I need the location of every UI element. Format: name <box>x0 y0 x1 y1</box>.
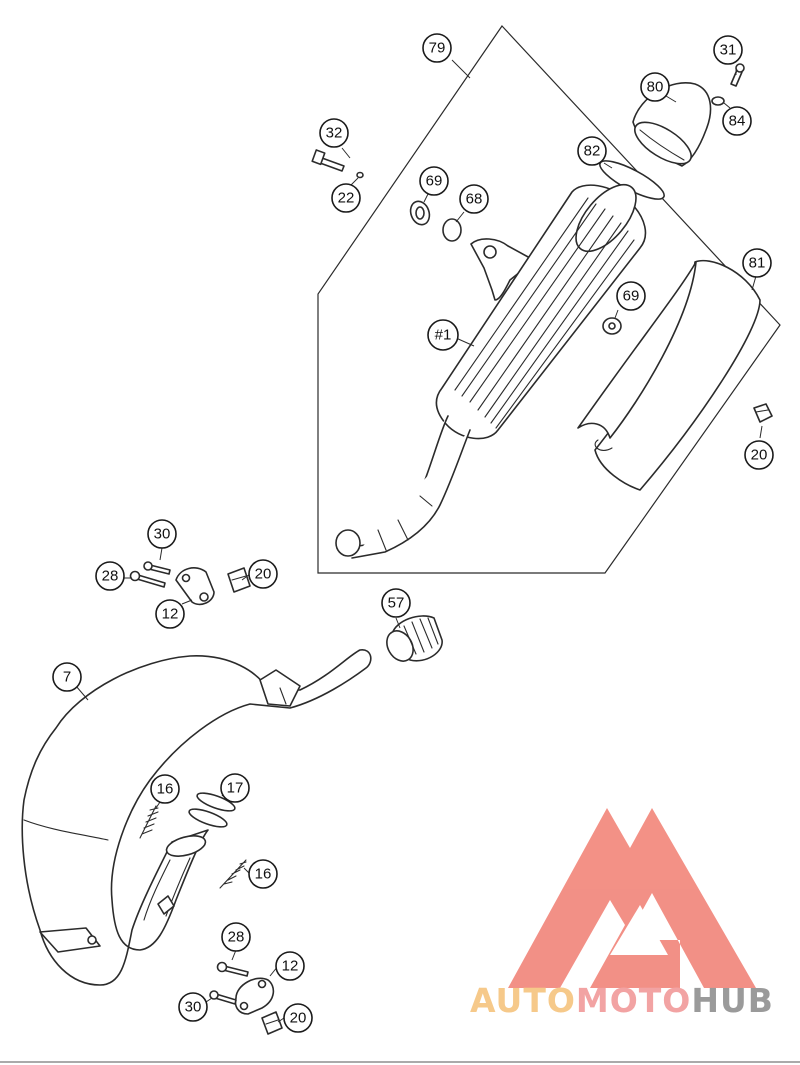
spring-clip-upper <box>227 567 251 593</box>
watermark-text: AUTOMOTOHUB <box>470 981 774 1020</box>
callout-28-upper: 28 <box>95 561 125 591</box>
callout-16-left: 16 <box>150 774 180 804</box>
callout-57: 57 <box>381 588 411 618</box>
svg-text:28: 28 <box>102 568 119 585</box>
svg-text:28: 28 <box>228 929 245 946</box>
bracket-screw-upper <box>143 561 171 575</box>
watermark-moto: MOTO <box>576 981 691 1020</box>
rubber-damper-lower <box>602 317 622 335</box>
svg-text:32: 32 <box>326 125 343 142</box>
callout-1: #1 <box>427 319 459 351</box>
callout-84: 84 <box>722 106 752 136</box>
callout-7: 7 <box>52 662 82 692</box>
svg-text:20: 20 <box>290 1010 307 1027</box>
svg-text:69: 69 <box>623 288 640 305</box>
callout-82: 82 <box>577 136 607 166</box>
watermark-hub: HUB <box>691 981 774 1020</box>
spacer-sleeve <box>442 218 462 242</box>
callout-32: 32 <box>319 118 349 148</box>
svg-text:79: 79 <box>429 40 446 57</box>
cap-washer <box>711 96 725 106</box>
upper-bracket <box>175 567 215 606</box>
rubber-damper <box>409 200 431 226</box>
svg-text:81: 81 <box>749 255 766 272</box>
svg-text:17: 17 <box>227 780 244 797</box>
small-washer <box>356 171 364 179</box>
packing-sleeve <box>577 259 761 491</box>
callout-80: 80 <box>640 72 670 102</box>
watermark-auto: AUTO <box>470 981 576 1020</box>
spring-clip-lower <box>261 1011 283 1035</box>
bracket-bolt-lower <box>216 961 249 977</box>
callout-12-lower: 12 <box>275 951 305 981</box>
svg-text:#1: #1 <box>435 327 452 344</box>
callout-12-upper: 12 <box>155 599 185 629</box>
svg-text:12: 12 <box>162 606 179 623</box>
callout-16-right: 16 <box>248 859 278 889</box>
lower-bracket <box>234 977 275 1015</box>
callout-22: 22 <box>331 183 361 213</box>
svg-text:12: 12 <box>282 958 299 975</box>
bracket-screw-lower <box>209 990 237 1005</box>
callout-20-lower: 20 <box>283 1003 313 1033</box>
svg-text:7: 7 <box>63 669 71 686</box>
bracket-bolt <box>311 149 345 172</box>
callout-20-upper: 20 <box>248 559 278 589</box>
o-rings <box>188 792 236 828</box>
callout-79: 79 <box>422 33 452 63</box>
exhaust-spring-left <box>139 805 159 839</box>
svg-text:20: 20 <box>751 447 768 464</box>
callout-69-lower: 69 <box>616 281 646 311</box>
callout-30-upper: 30 <box>147 519 177 549</box>
svg-text:57: 57 <box>388 595 405 612</box>
expansion-chamber <box>21 649 372 986</box>
callout-28-lower: 28 <box>221 922 251 952</box>
svg-text:80: 80 <box>647 79 664 96</box>
svg-text:84: 84 <box>729 113 746 130</box>
callout-69-upper: 69 <box>419 166 449 196</box>
callout-31: 31 <box>713 35 743 65</box>
svg-text:30: 30 <box>154 526 171 543</box>
callout-68: 68 <box>459 184 489 214</box>
exhaust-spring-right <box>219 859 247 889</box>
callout-30-lower: 30 <box>178 992 208 1022</box>
svg-text:68: 68 <box>466 191 483 208</box>
svg-text:82: 82 <box>584 143 601 160</box>
callout-20-top: 20 <box>744 440 774 470</box>
automotohub-logo <box>508 808 756 988</box>
bracket-bolt-upper <box>129 570 166 588</box>
svg-text:30: 30 <box>185 999 202 1016</box>
exhaust-connector-sleeve <box>386 615 443 662</box>
end-cap <box>632 82 712 167</box>
svg-text:16: 16 <box>255 866 272 883</box>
callout-17: 17 <box>220 773 250 803</box>
svg-text:22: 22 <box>338 190 355 207</box>
cap-screw <box>730 63 745 87</box>
spring-clip <box>753 403 773 423</box>
svg-text:16: 16 <box>157 781 174 798</box>
muffler-body <box>335 183 647 559</box>
svg-text:31: 31 <box>720 42 737 59</box>
callout-81: 81 <box>742 248 772 278</box>
svg-text:69: 69 <box>426 173 443 190</box>
svg-text:20: 20 <box>255 566 272 583</box>
